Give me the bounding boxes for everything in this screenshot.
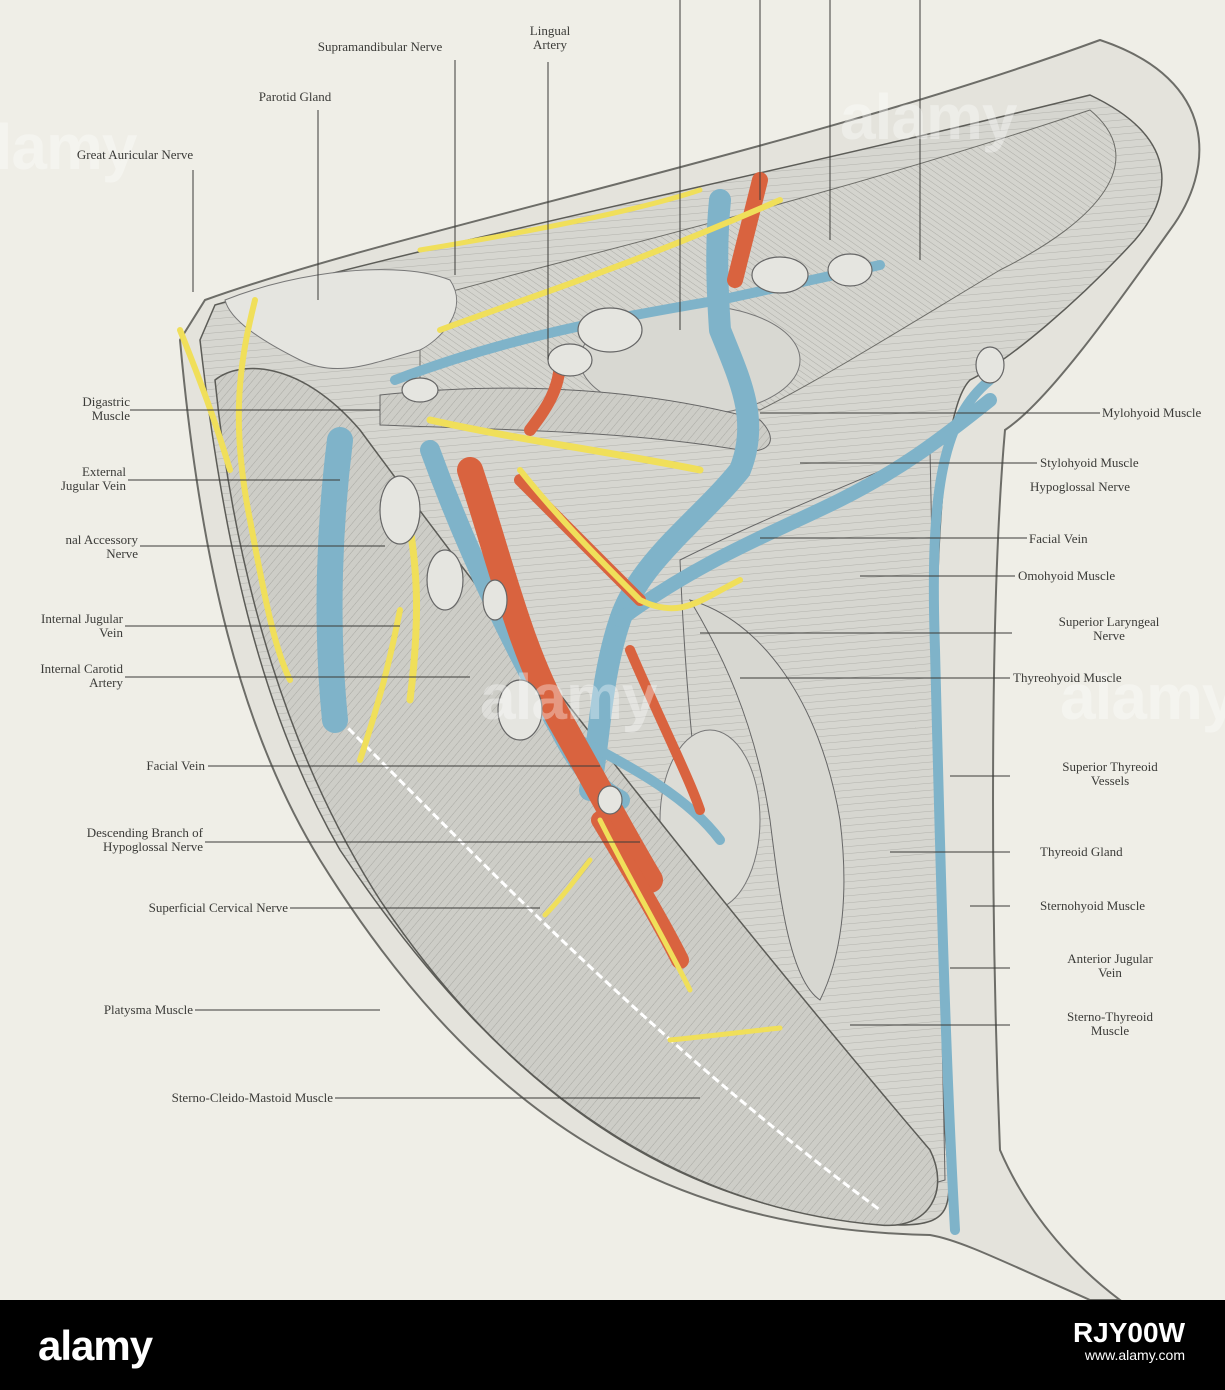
anatomy-plate: alamy alamy alamy alamy Lingual Artery S… <box>0 0 1225 1300</box>
label-anterior-jugular-vein: Anterior Jugular Vein <box>1067 951 1153 980</box>
alamy-logo: alamy <box>38 1322 153 1369</box>
label-descending-branch: Descending Branch of Hypoglossal Nerve <box>86 825 203 854</box>
label-digastric-muscle: Digastric Muscle <box>82 394 130 423</box>
label-internal-jugular-vein: Internal Jugular Vein <box>41 611 123 640</box>
nerves <box>177 187 783 1043</box>
label-facial-vein-right: Facial Vein <box>1029 531 1088 546</box>
label-lingual-artery: Lingual Artery <box>529 23 571 52</box>
label-external-jugular-vein: External Jugular Vein <box>60 464 126 493</box>
label-internal-carotid-artery: Internal Carotid Artery <box>40 661 123 690</box>
label-superior-laryngeal-nerve: Superior Laryngeal Nerve <box>1058 614 1160 643</box>
watermark-text: alamy <box>840 81 1017 153</box>
label-sterno-cleido-mastoid: Sterno-Cleido-Mastoid Muscle <box>171 1090 333 1105</box>
neck-dissection-illustration <box>125 0 1201 1300</box>
watermark-text: alamy <box>1060 661 1225 733</box>
label-stylohyoid-muscle: Stylohyoid Muscle <box>1040 455 1139 470</box>
watermark-text: alamy <box>0 111 137 183</box>
label-great-auricular-nerve: Great Auricular Nerve <box>76 147 194 162</box>
label-sternohyoid-muscle: Sternohyoid Muscle <box>1040 898 1146 913</box>
label-spinal-accessory-nerve: nal Accessory Nerve <box>65 532 138 561</box>
label-hypoglossal-nerve: Hypoglossal Nerve <box>1030 479 1131 494</box>
image-id-block: RJY00W www.alamy.com <box>1072 1317 1185 1366</box>
site-url: www.alamy.com <box>1084 1347 1185 1363</box>
label-omohyoid-muscle: Omohyoid Muscle <box>1018 568 1116 583</box>
leader-lines <box>125 0 1100 1099</box>
label-parotid-gland: Parotid Gland <box>258 89 332 104</box>
label-supramandibular-nerve: Supramandibular Nerve <box>317 39 443 54</box>
label-platysma-muscle: Platysma Muscle <box>103 1002 193 1017</box>
image-id: RJY00W <box>1072 1317 1185 1348</box>
stock-footer-bar: alamy RJY00W www.alamy.com <box>0 1300 1225 1390</box>
label-mylohyoid-muscle: Mylohyoid Muscle <box>1102 405 1202 420</box>
label-facial-vein-left: Facial Vein <box>146 758 205 773</box>
label-sterno-thyreoid-muscle: Sterno-Thyreoid Muscle <box>1067 1009 1153 1038</box>
omohyoid-muscle-shape <box>688 599 845 1001</box>
parotid-gland-shape <box>224 269 457 370</box>
lymph-nodes <box>379 253 1005 815</box>
label-superficial-cervical-nerve: Superficial Cervical Nerve <box>148 900 288 915</box>
watermark-text: alamy <box>480 661 657 733</box>
label-thyreoid-gland: Thyreoid Gland <box>1040 844 1123 859</box>
label-thyreohyoid-muscle: Thyreohyoid Muscle <box>1013 670 1122 685</box>
label-superior-thyreoid-vessels: Superior Thyreoid Vessels <box>1062 759 1158 788</box>
